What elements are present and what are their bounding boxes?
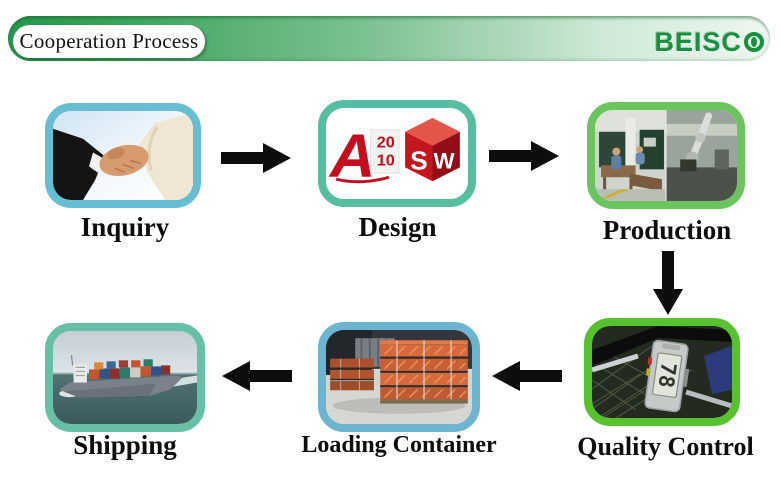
svg-text:S: S [410, 146, 428, 176]
left-stack [330, 358, 374, 391]
svg-text:20: 20 [377, 134, 395, 152]
design-photo-box: 20 10 A S W [318, 100, 476, 207]
brand-logo-text: BEISC [654, 26, 742, 57]
caliper-body: 78 [644, 339, 690, 413]
step-label-shipping: Shipping [73, 430, 177, 460]
caliper-beam [592, 326, 732, 366]
page-title: Cooperation Process [13, 25, 205, 58]
right-stack [380, 340, 468, 404]
step-label-design: Design [358, 212, 437, 242]
stacked-pallets-photo [326, 330, 472, 424]
autocad-logo: 20 10 A [328, 123, 400, 191]
production-photo-box [587, 102, 745, 209]
lcd-display [651, 352, 683, 398]
containers [89, 359, 171, 380]
step-label-loading-container: Loading Container [301, 432, 497, 458]
quality-control-photo-box: 78 [584, 318, 740, 426]
inquiry-photo-box [45, 103, 201, 208]
black-suit-sleeve [53, 128, 105, 200]
shipping-photo-box [45, 323, 205, 432]
caliper-reading: 78 [653, 361, 680, 389]
arrow-left-icon [222, 361, 292, 391]
container-ship-photo [53, 331, 197, 424]
factory-photo [595, 110, 737, 201]
step-label-production: Production [602, 215, 732, 245]
clasped-hands [99, 144, 149, 177]
page-title-text: Cooperation Process [19, 29, 199, 53]
blue-fabric [704, 346, 732, 394]
autocad-solidworks-logos: 20 10 A S W [326, 108, 468, 199]
step-label-inquiry: Inquiry [80, 212, 170, 242]
arrow-left-icon [492, 361, 562, 391]
digital-caliper-photo: 78 [592, 326, 732, 418]
handshake-photo [53, 111, 193, 200]
logo-o-icon [744, 32, 764, 52]
container-ship [59, 355, 183, 398]
step-label-quality-control: Quality Control [577, 432, 754, 461]
caliper-rod [592, 353, 639, 373]
loading-container-photo-box [318, 322, 480, 432]
arrow-down-icon [653, 251, 683, 315]
brand-logo: BEISC [654, 25, 764, 59]
arrow-right-icon [221, 143, 291, 173]
arrow-right-icon [489, 141, 559, 171]
svg-text:10: 10 [377, 152, 395, 170]
svg-text:A: A [328, 123, 375, 191]
svg-text:W: W [434, 149, 455, 174]
